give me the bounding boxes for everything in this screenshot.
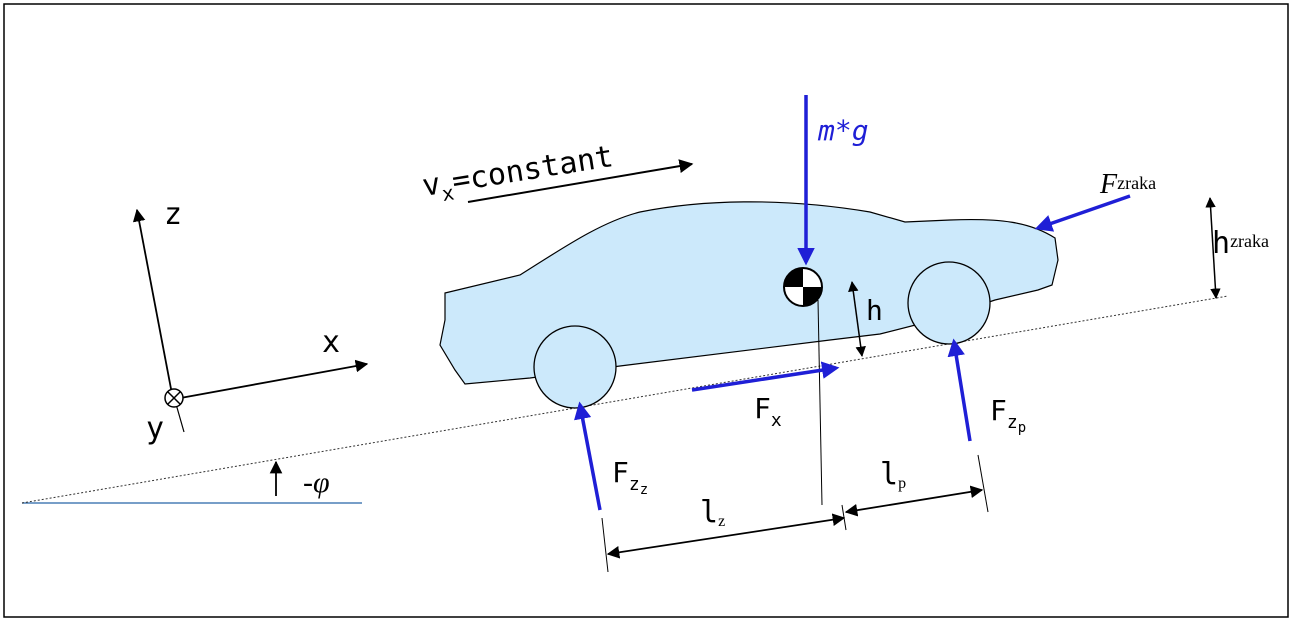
- traction-force-label: Fx: [754, 392, 782, 431]
- velocity-label: vx=constant: [420, 139, 617, 209]
- y-axis-label: y: [146, 411, 164, 446]
- gravity-label: m*g: [817, 114, 869, 147]
- front-wheel: [907, 261, 991, 345]
- traction-force-arrow: [691, 361, 840, 392]
- cg-height-label: h: [866, 294, 883, 327]
- lz-label: lz: [700, 495, 725, 530]
- rear-normal-force-arrow: [574, 401, 602, 511]
- z-axis-label: z: [164, 197, 182, 232]
- cg-vertical-line: [817, 299, 823, 506]
- front-normal-force-arrow: [947, 338, 972, 442]
- front-normal-force-label: Fzp: [990, 394, 1026, 436]
- center-of-gravity-symbol: [783, 267, 823, 307]
- figure-border: [3, 3, 1289, 618]
- x-axis-label: x: [322, 325, 340, 360]
- rear-normal-force-label: Fzz: [612, 456, 648, 498]
- z-axis-arrow: [132, 208, 173, 395]
- rear-axle-extension-line: [601, 517, 609, 573]
- lp-dimension-arrow: [844, 485, 984, 517]
- x-axis-arrow: [174, 359, 369, 400]
- air-force-label: Fzraka: [1099, 169, 1156, 200]
- air-height-dimension: [1205, 196, 1221, 300]
- front-axle-extension-line: [977, 454, 989, 513]
- lp-label: lp: [880, 457, 906, 492]
- y-axis-tail: [175, 403, 185, 433]
- velocity-arrow: [467, 159, 694, 203]
- lz-dimension-arrow: [606, 513, 846, 559]
- air-height-label: hzraka: [1212, 226, 1269, 261]
- cg-height-dimension: [848, 280, 866, 358]
- angle-label: -φ: [303, 466, 330, 499]
- rear-wheel: [533, 325, 617, 409]
- air-force-arrow: [1034, 194, 1131, 232]
- y-axis-into-page-icon: [164, 388, 184, 408]
